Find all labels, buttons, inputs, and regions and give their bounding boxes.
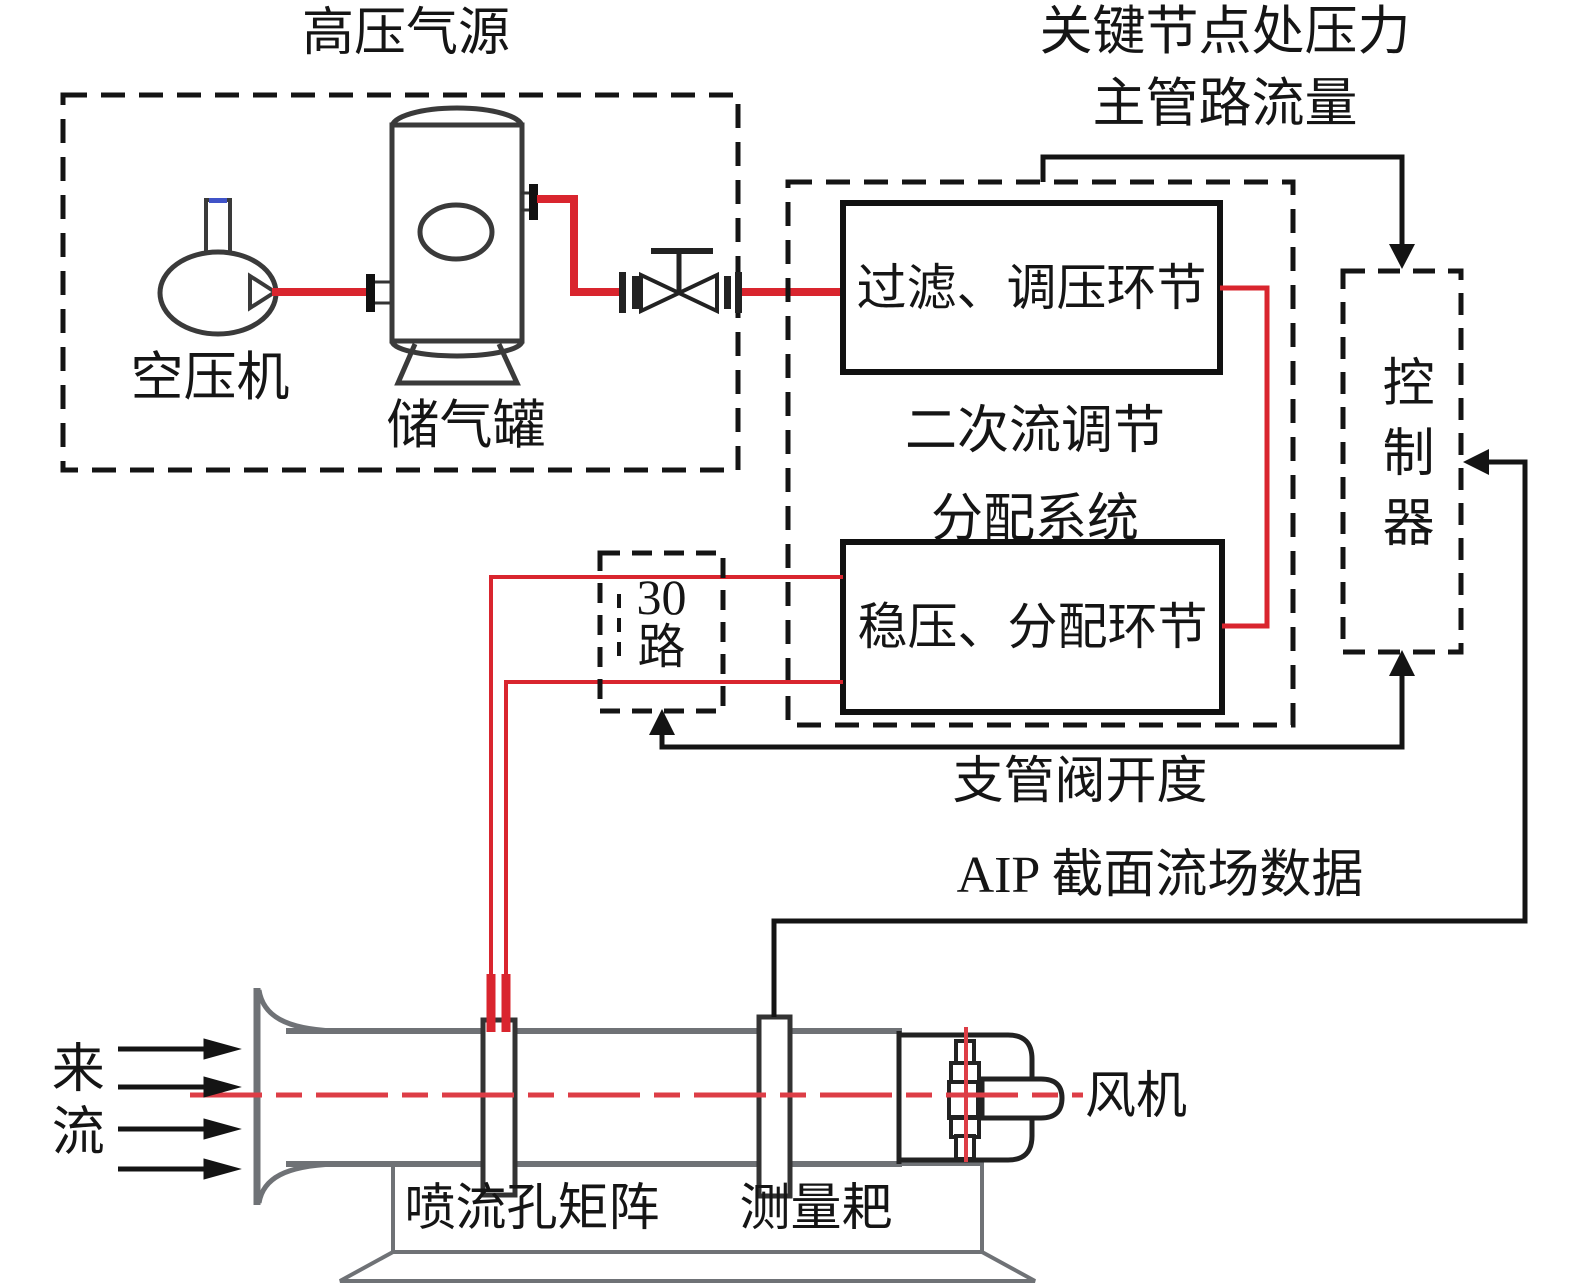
secondary-flow-system-box	[785, 179, 1296, 728]
controller-box	[1340, 268, 1464, 655]
branch-valve-signal-line	[649, 650, 1415, 750]
fan-label: 风机	[1085, 1069, 1188, 1125]
hp-source-title: 高压气源	[301, 5, 510, 62]
fan-hub	[947, 1080, 980, 1120]
arrow-up-icon	[1389, 650, 1415, 676]
storage-tank-icon	[366, 105, 538, 386]
pipe-filter-stabilize	[1220, 285, 1270, 629]
inflow-arrows-icon	[118, 1038, 242, 1180]
stand-base	[339, 1250, 1036, 1283]
tank-skirt	[394, 342, 521, 386]
branch-pipe-2	[504, 680, 843, 1030]
filter-stage-label: 过滤、调压环节	[856, 259, 1207, 316]
keynode-signal-line	[1040, 154, 1415, 269]
arrow-up-icon	[649, 709, 675, 735]
pipe-tank-valve	[537, 195, 622, 296]
stabilize-stage-label: 稳压、分配环节	[857, 599, 1208, 655]
channels-word-label: 路	[637, 621, 686, 674]
aip-feedback-line	[771, 449, 1528, 1017]
tank-label: 储气罐	[386, 397, 546, 455]
arrow-down-icon	[1389, 244, 1415, 269]
hp-source-box	[60, 92, 741, 473]
valve-icon	[619, 248, 742, 315]
branch-pipe-1	[489, 575, 843, 1030]
jet-matrix-plate	[480, 1017, 518, 1198]
arrow-left-icon	[1463, 449, 1489, 475]
fan-motor	[979, 1076, 1065, 1121]
tank-manhole	[417, 202, 495, 262]
branch-valve-label: 支管阀开度	[952, 754, 1208, 810]
controller-label: 控制器	[1374, 355, 1432, 565]
keynode-label-line1: 关键节点处压力	[1039, 3, 1411, 61]
bellmouth-top-flare	[256, 989, 335, 1034]
bellmouth-bottom-flare	[256, 1161, 335, 1204]
filter-stage-box	[840, 200, 1223, 375]
fan-icon	[947, 1039, 1065, 1161]
channels-count-label: 30	[636, 569, 687, 625]
compressor-icon	[157, 198, 279, 337]
tank-inlet-flange	[366, 274, 375, 312]
jet-matrix-label: 喷流孔矩阵	[404, 1181, 660, 1237]
keynode-label-line2: 主管路流量	[1092, 75, 1358, 133]
aip-data-label: AIP 截面流场数据	[956, 847, 1364, 904]
channels-box	[597, 550, 726, 714]
tank-outlet-flange	[529, 184, 538, 220]
tunnel-stand	[339, 1162, 1036, 1283]
secondary-system-label-line1: 二次流调节	[904, 403, 1165, 460]
compressor-label: 空压机	[130, 349, 290, 407]
rake-label: 测量耙	[739, 1181, 893, 1237]
compressor-valve-mark	[209, 198, 227, 203]
secondary-system-label-line2: 分配系统	[930, 491, 1139, 548]
stabilize-stage-box	[840, 539, 1225, 715]
inflow-label: 来流	[44, 1040, 103, 1166]
measurement-rake-plate	[756, 1014, 793, 1199]
